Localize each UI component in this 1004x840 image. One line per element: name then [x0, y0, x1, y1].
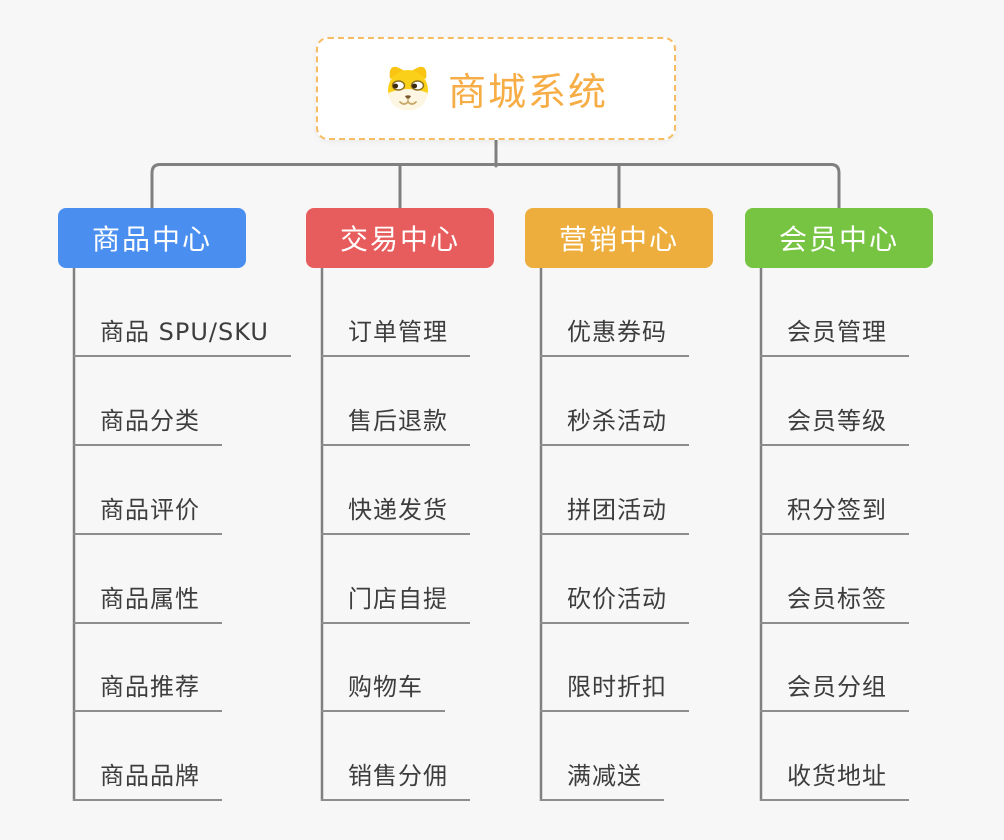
topic-shipping-address[interactable]: 收货地址 [760, 760, 909, 801]
topic-group-buy[interactable]: 拼团活动 [540, 494, 689, 535]
topic-product-brand[interactable]: 商品品牌 [73, 760, 222, 801]
root-title: 商城系统 [447, 70, 608, 114]
topic-coupon-code[interactable]: 优惠券码 [540, 316, 689, 357]
topic-product-review[interactable]: 商品评价 [73, 494, 222, 535]
branch-members[interactable]: 会员中心 [745, 208, 933, 268]
topic-order-management[interactable]: 订单管理 [321, 316, 470, 357]
topic-member-level[interactable]: 会员等级 [760, 405, 909, 446]
topic-bargain-activity[interactable]: 砍价活动 [540, 583, 689, 624]
dog-icon [384, 63, 432, 115]
topic-product-category[interactable]: 商品分类 [73, 405, 222, 446]
topic-member-group[interactable]: 会员分组 [760, 671, 909, 712]
branch-rail [150, 163, 841, 212]
topic-express-delivery[interactable]: 快递发货 [321, 494, 470, 535]
root-node[interactable]: 商城系统 [316, 37, 676, 140]
topic-points-checkin[interactable]: 积分签到 [760, 494, 909, 535]
topic-sales-commission[interactable]: 销售分佣 [321, 760, 470, 801]
topic-shopping-cart[interactable]: 购物车 [321, 671, 445, 712]
topic-product-recommend[interactable]: 商品推荐 [73, 671, 222, 712]
topic-member-management[interactable]: 会员管理 [760, 316, 909, 357]
topic-product-spu-sku[interactable]: 商品 SPU/SKU [73, 316, 291, 357]
topic-product-attribute[interactable]: 商品属性 [73, 583, 222, 624]
branch-trade[interactable]: 交易中心 [306, 208, 494, 268]
topic-store-pickup[interactable]: 门店自提 [321, 583, 470, 624]
branch-marketing[interactable]: 营销中心 [525, 208, 713, 268]
branch-products[interactable]: 商品中心 [58, 208, 246, 268]
topic-member-tag[interactable]: 会员标签 [760, 583, 909, 624]
topic-full-reduction[interactable]: 满减送 [540, 760, 664, 801]
topic-aftersale-refund[interactable]: 售后退款 [321, 405, 470, 446]
topic-flash-sale[interactable]: 秒杀活动 [540, 405, 689, 446]
topic-time-limited-discount[interactable]: 限时折扣 [540, 671, 689, 712]
